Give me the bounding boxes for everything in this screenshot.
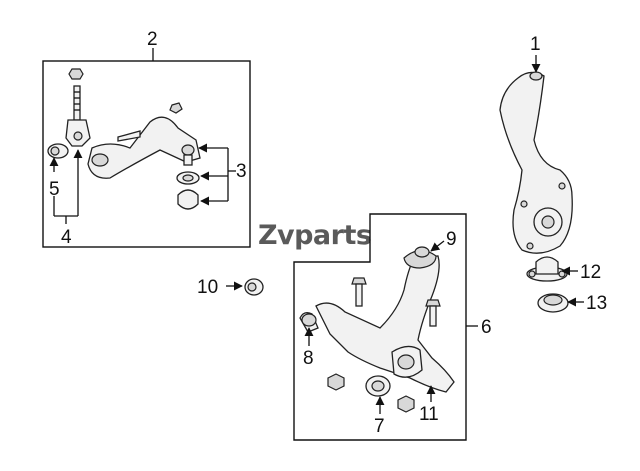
- callout-9: 9: [446, 229, 457, 250]
- arm-bushings: [176, 154, 200, 210]
- callout-13: 13: [586, 293, 607, 314]
- bolt-upper: [351, 277, 367, 307]
- callout-6: 6: [481, 317, 492, 338]
- ball-joint: [65, 68, 91, 147]
- callout-5: 5: [49, 179, 60, 200]
- bushing-part-10: [244, 278, 264, 296]
- bolt-right: [425, 299, 441, 327]
- callout-10: 10: [197, 277, 218, 298]
- upper-control-arm: [87, 102, 201, 179]
- steering-knuckle: [499, 71, 573, 254]
- callout-12: 12: [580, 262, 601, 283]
- callout-7: 7: [374, 416, 385, 437]
- bushing-part-7: [365, 375, 391, 397]
- watermark-text: vparts: [277, 220, 371, 251]
- callout-8: 8: [303, 348, 314, 369]
- callout-3: 3: [236, 161, 247, 182]
- callout-4-leader: [53, 149, 83, 224]
- lower-control-arm: [299, 246, 455, 393]
- bushing-part-5: [47, 143, 69, 159]
- callout-2: 2: [147, 29, 158, 50]
- watermark-logo: Z vparts: [258, 220, 372, 251]
- nut-right: [397, 395, 415, 413]
- nut-left: [327, 373, 345, 391]
- watermark-prefix: Z: [258, 220, 277, 251]
- callout-11: 11: [419, 404, 439, 425]
- callout-9-leader: [430, 240, 445, 252]
- callout-4: 4: [61, 227, 72, 248]
- lower-arm-group-box: [293, 213, 467, 441]
- lower-ball-joint: [526, 256, 568, 282]
- upper-arm-group-box: [42, 60, 251, 248]
- callout-3-leader: [198, 143, 236, 206]
- callout-1: 1: [530, 34, 541, 55]
- dust-boot: [537, 293, 569, 313]
